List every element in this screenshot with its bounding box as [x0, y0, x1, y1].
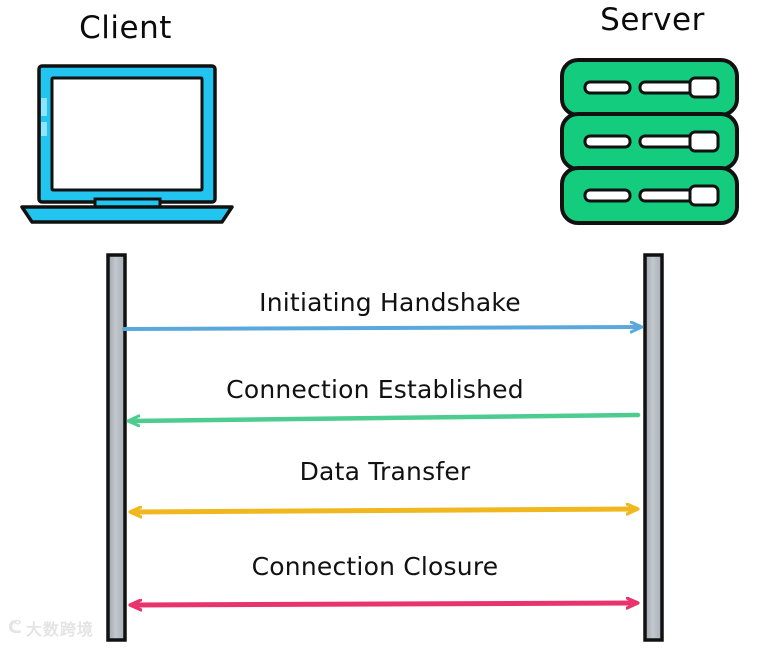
message-label-connection-established: Connection Established [226, 375, 524, 404]
server-lifeline [643, 253, 664, 642]
server-node-title: Server [600, 2, 705, 38]
laptop-icon [20, 64, 234, 224]
server-rack-unit [560, 166, 739, 225]
message-label-initiating-handshake: Initiating Handshake [259, 288, 521, 317]
client-node-title: Client [79, 10, 172, 46]
watermark: ᕦ 大数跨境 [8, 616, 94, 640]
client-lifeline [106, 253, 127, 642]
server-rack-icon [560, 58, 739, 225]
server-rack-unit [560, 112, 739, 171]
message-label-connection-closure: Connection Closure [251, 552, 499, 581]
message-arrow-connection-established [130, 412, 641, 421]
message-label-data-transfer: Data Transfer [299, 457, 471, 486]
server-rack-unit [560, 58, 739, 117]
message-arrow-connection-closure [132, 603, 636, 605]
watermark-logo-icon: ᕦ [8, 618, 22, 638]
message-arrow-data-transfer [132, 509, 636, 512]
watermark-text: 大数跨境 [25, 620, 94, 639]
message-arrow-initiating-handshake [122, 327, 640, 329]
